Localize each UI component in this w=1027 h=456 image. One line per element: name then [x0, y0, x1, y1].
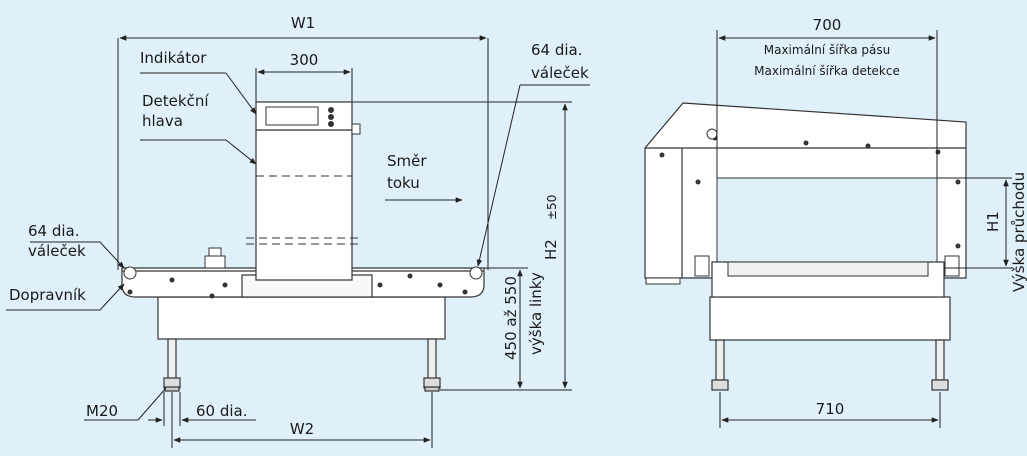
indicator-display — [265, 106, 319, 126]
detect-width-label: Maximální šířka detekce — [754, 64, 900, 78]
left-roller — [123, 266, 137, 280]
flow-direction-line1: Směr — [387, 152, 427, 170]
belt-width-label: Maximální šířka pásu — [764, 43, 891, 57]
side-base-cabinet — [709, 296, 951, 341]
h1-label: H1 — [984, 211, 1002, 232]
head-callout-line1: Detekční — [142, 92, 209, 110]
detection-head — [255, 129, 353, 281]
pass-height-label: Výška průchodu — [1010, 172, 1027, 292]
width-700-label: 700 — [813, 16, 842, 34]
right-roller — [469, 266, 483, 280]
front-view: W1 300 H2 ±50 450 až 550 výška linky W2 … — [6, 14, 590, 448]
conveyor-callout: Dopravník — [9, 286, 86, 304]
h2-tolerance: ±50 — [545, 195, 559, 220]
width-710-label: 710 — [816, 400, 845, 418]
w2-label: W2 — [290, 420, 314, 438]
side-legs — [711, 339, 949, 391]
flow-direction-line2: toku — [387, 174, 420, 192]
roller-right-callout-line1: 64 dia. — [531, 41, 583, 59]
front-right-leg — [423, 338, 441, 392]
w1-label: W1 — [291, 14, 315, 32]
line-height-label: výška linky — [527, 272, 545, 355]
aperture — [716, 177, 938, 269]
head-callout-line2: hlava — [142, 112, 183, 130]
width-300-label: 300 — [290, 51, 319, 69]
roller-left-callout-line2: váleček — [28, 242, 86, 260]
foot-dia-label: 60 dia. — [196, 402, 248, 420]
roller-left-callout-line1: 64 dia. — [28, 222, 80, 240]
indicator-callout: Indikátor — [140, 49, 207, 67]
roller-right-callout-line2: váleček — [531, 64, 589, 82]
front-left-leg — [163, 338, 181, 392]
h2-label: H2 — [542, 239, 560, 260]
side-view: 700 Maximální šířka pásu Maximální šířka… — [644, 16, 1027, 428]
thread-label: M20 — [86, 402, 118, 420]
line-height-value: 450 až 550 — [502, 276, 520, 360]
front-base-cabinet — [157, 296, 446, 340]
